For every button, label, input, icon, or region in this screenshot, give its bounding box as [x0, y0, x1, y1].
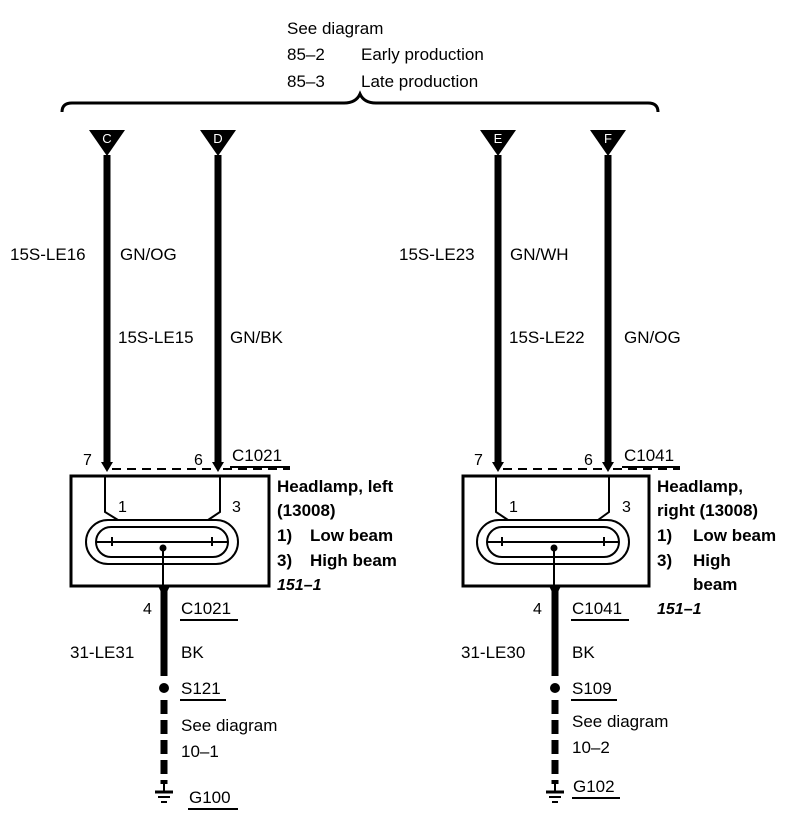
left-see-diagram: See diagram — [181, 716, 277, 735]
headlamp-right-item2-label-2: beam — [693, 575, 737, 594]
header-see-diagram: See diagram — [287, 19, 383, 38]
headlamp-right-item2-label-1: High — [693, 551, 731, 570]
right-ground-connector: C1041 — [572, 599, 622, 618]
left-ground-wire-id: 31-LE31 — [70, 643, 134, 662]
arrow-right-pin6 — [602, 462, 614, 472]
left-lamp-lead-3 — [207, 476, 221, 521]
right-lamp-pin-3: 3 — [622, 499, 631, 516]
terminal-c-label: C — [102, 131, 111, 146]
headlamp-left-item1-label: Low beam — [310, 526, 393, 545]
header-ref-early-code: 85–2 — [287, 45, 325, 64]
left-ground-wire-color: BK — [181, 643, 204, 662]
right-ground-symbol — [546, 784, 564, 803]
headlamp-right-item1-label: Low beam — [693, 526, 776, 545]
headlamp-left-item2-label: High beam — [310, 551, 397, 570]
left-pin-6: 6 — [194, 452, 203, 469]
terminal-f[interactable]: F — [590, 130, 626, 156]
right-splice: S109 — [572, 679, 612, 698]
headlamp-left-title-2: (13008) — [277, 501, 336, 520]
left-wire1-id: 15S-LE16 — [10, 245, 86, 264]
right-lamp-lead-3 — [597, 476, 610, 521]
terminal-f-label: F — [604, 131, 612, 146]
terminal-e-label: E — [494, 131, 503, 146]
left-splice: S121 — [181, 679, 221, 698]
right-wire1-color: GN/WH — [510, 245, 569, 264]
headlamp-left-title-1: Headlamp, left — [277, 477, 394, 496]
right-pin-7: 7 — [474, 452, 483, 469]
right-splice-dot — [550, 683, 560, 693]
header-ref-early-text: Early production — [361, 45, 484, 64]
right-pin-6: 6 — [584, 452, 593, 469]
left-pin-7: 7 — [83, 452, 92, 469]
left-wire1-color: GN/OG — [120, 245, 177, 264]
left-ground-arrow — [158, 586, 170, 598]
headlamp-right-title-2: right (13008) — [657, 501, 758, 520]
headlamp-right-title-1: Headlamp, — [657, 477, 743, 496]
arrow-left-pin6 — [212, 462, 224, 472]
arrow-left-pin7 — [101, 462, 113, 472]
left-connector-id: C1021 — [232, 446, 282, 465]
left-splice-dot — [159, 683, 169, 693]
terminal-e[interactable]: E — [480, 130, 516, 156]
right-connector-id: C1041 — [624, 446, 674, 465]
right-lamp-lead-1 — [495, 476, 509, 521]
headlamp-left-item1-num: 1) — [277, 526, 292, 545]
right-see-ref: 10–2 — [572, 738, 610, 757]
headlamp-right-item2-num: 3) — [657, 551, 672, 570]
right-wire2-color: GN/OG — [624, 328, 681, 347]
right-ground-wire-color: BK — [572, 643, 595, 662]
right-ground-wire-id: 31-LE30 — [461, 643, 525, 662]
left-ground-pin: 4 — [143, 601, 152, 618]
right-ground-id: G102 — [573, 777, 615, 796]
right-ground-arrow — [549, 586, 561, 598]
left-lamp-pin-3: 3 — [232, 499, 241, 516]
header-ref-late-code: 85–3 — [287, 72, 325, 91]
right-ground-pin: 4 — [533, 601, 542, 618]
headlamp-left-ref: 151–1 — [277, 577, 322, 594]
left-wire2-color: GN/BK — [230, 328, 284, 347]
left-lamp-lead-1 — [104, 476, 119, 521]
headlamp-left-item2-num: 3) — [277, 551, 292, 570]
arrow-right-pin7 — [492, 462, 504, 472]
right-see-diagram: See diagram — [572, 712, 668, 731]
header-ref-late-text: Late production — [361, 72, 478, 91]
left-ground-connector: C1021 — [181, 599, 231, 618]
headlamp-right-item1-num: 1) — [657, 526, 672, 545]
left-lamp-pin-1: 1 — [118, 499, 127, 516]
left-wire2-id: 15S-LE15 — [118, 328, 194, 347]
right-wire1-id: 15S-LE23 — [399, 245, 475, 264]
terminal-d-label: D — [213, 131, 222, 146]
terminal-d[interactable]: D — [200, 130, 236, 156]
right-wire2-id: 15S-LE22 — [509, 328, 585, 347]
header-brace — [60, 90, 660, 113]
right-lamp-pin-1: 1 — [509, 499, 518, 516]
left-ground-id: G100 — [189, 788, 231, 807]
terminal-c[interactable]: C — [89, 130, 125, 156]
left-ground-symbol — [155, 784, 173, 803]
headlamp-right-ref: 151–1 — [657, 601, 702, 618]
left-see-ref: 10–1 — [181, 742, 219, 761]
